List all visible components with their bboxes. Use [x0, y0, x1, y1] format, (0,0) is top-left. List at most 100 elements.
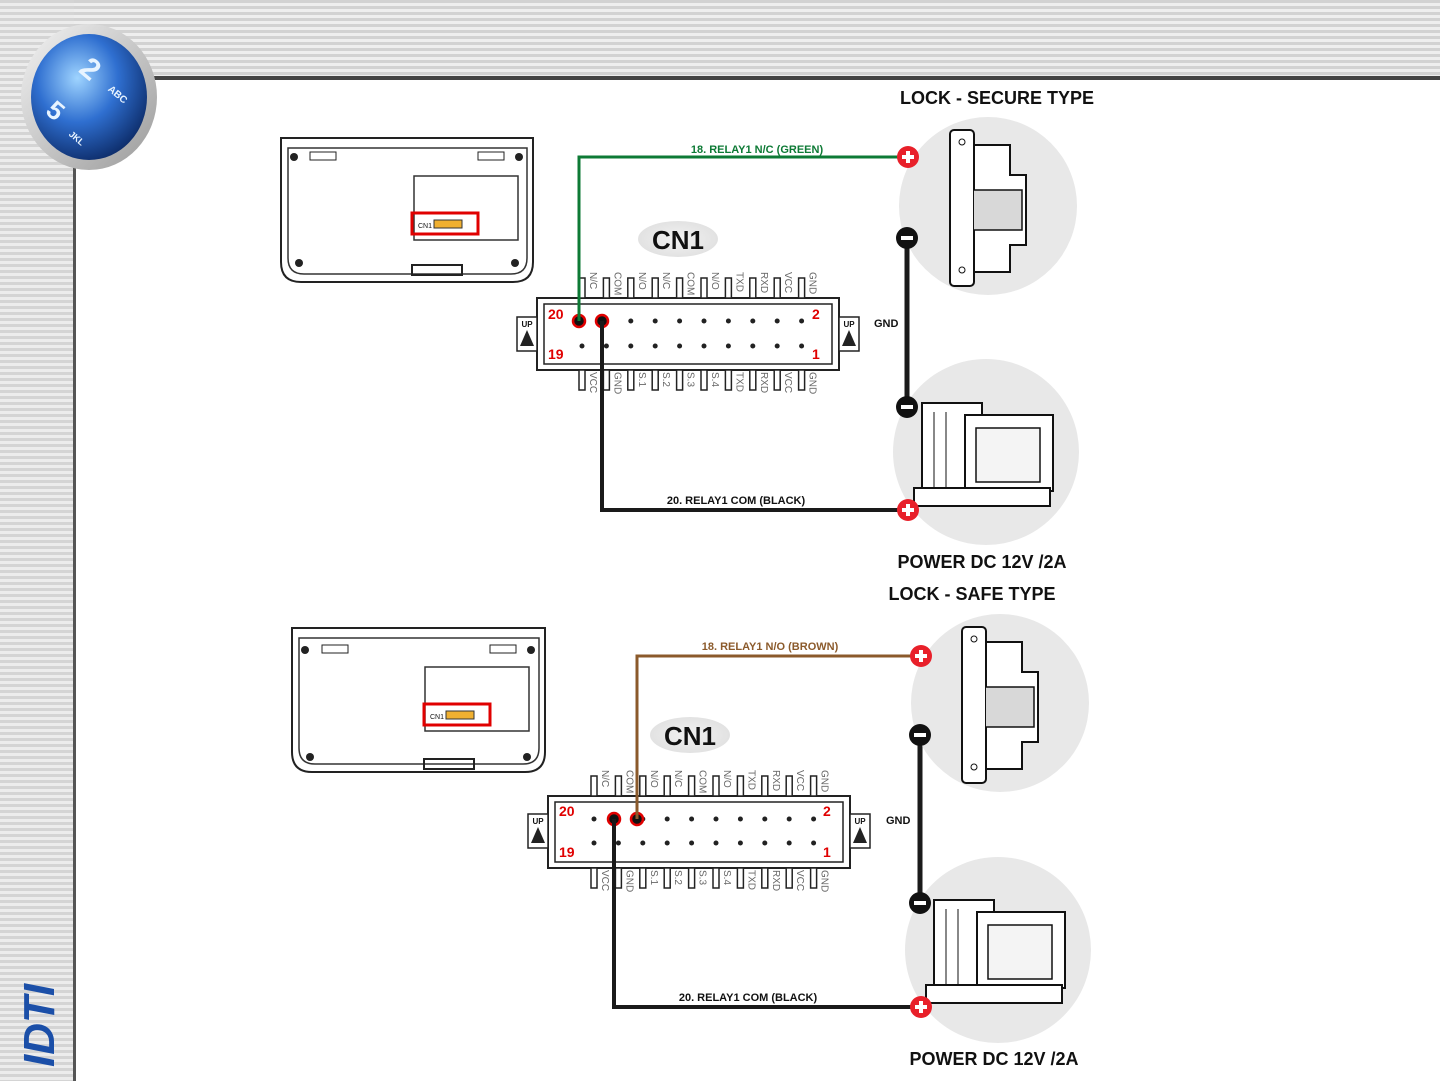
pin-slot — [700, 369, 708, 391]
pin-slot — [724, 369, 733, 391]
pin-slot — [773, 277, 781, 299]
pin-label-top: COM — [685, 272, 696, 295]
pin-number-1: 1 — [812, 346, 820, 362]
plus-icon — [910, 645, 932, 667]
pin-label-top: N/C — [587, 272, 598, 289]
header-bar — [0, 0, 1440, 78]
pin-label-top: N/C — [672, 770, 683, 787]
pin-slot — [578, 369, 586, 391]
minus-icon — [909, 724, 931, 746]
pin-label-top: VCC — [794, 770, 805, 791]
pin-dot — [774, 318, 780, 324]
pin-slot — [614, 867, 623, 889]
pin-number-20: 20 — [559, 803, 575, 819]
pin-dot — [786, 840, 792, 846]
pin-label-bottom: S.3 — [697, 870, 708, 885]
wire-relay-com — [600, 321, 905, 512]
wire-bottom-label: 20. RELAY1 COM (BLACK) — [679, 992, 818, 1004]
pin-dot — [713, 840, 719, 846]
pin-label-bottom: S.4 — [721, 870, 732, 885]
pin-number-19: 19 — [548, 346, 564, 362]
device-sketch: CN1 — [280, 137, 534, 283]
diagram-title: LOCK - SECURE TYPE — [900, 88, 1094, 108]
pin-label-bottom: S.4 — [709, 372, 720, 387]
power-supply — [893, 359, 1079, 545]
wire-top-label: 18. RELAY1 N/O (BROWN) — [702, 641, 839, 653]
pin-slot — [602, 277, 611, 299]
power-supply — [905, 857, 1091, 1043]
up-label-left: UP — [532, 817, 544, 826]
brand-name: IDTI — [15, 983, 64, 1067]
pin-slot — [736, 775, 745, 797]
pin-slot — [712, 867, 720, 889]
pin-label-top: COM — [697, 770, 708, 793]
up-label-right: UP — [843, 320, 855, 329]
pin-slot — [614, 775, 623, 797]
diagram-title: LOCK - SAFE TYPE — [888, 584, 1055, 604]
left-sidebar-bar — [0, 0, 74, 1081]
wire-relay-no — [635, 654, 918, 819]
pin-label-top: TXD — [745, 770, 756, 790]
pin-dot — [774, 343, 780, 349]
lock-strike — [911, 614, 1089, 792]
wire-bottom-label: 20. RELAY1 COM (BLACK) — [667, 495, 806, 507]
pin-dot — [725, 343, 731, 349]
up-label-right: UP — [854, 817, 866, 826]
pin-slot — [785, 867, 793, 889]
pin-label-bottom: VCC — [782, 372, 793, 393]
minus-icon — [896, 396, 918, 418]
pin-label-bottom: RXD — [770, 870, 781, 891]
pin-slot — [687, 775, 696, 797]
gnd-label: GND — [886, 815, 911, 827]
cn1-highlight-box — [422, 702, 492, 727]
pin-dot — [750, 318, 756, 324]
pin-slot — [627, 277, 635, 299]
pin-dot — [786, 816, 792, 822]
pin-label-top: N/C — [660, 272, 671, 289]
pin-label-top: N/O — [721, 770, 732, 788]
pin-slot — [773, 369, 781, 391]
pin-dot — [750, 343, 756, 349]
pin-slot — [651, 277, 659, 299]
power-label: POWER DC 12V /2A — [897, 552, 1066, 572]
wire-relay-com — [612, 819, 918, 1009]
pin-slot — [700, 277, 708, 299]
pin-dot — [689, 840, 695, 846]
pin-label-top: GND — [807, 272, 818, 294]
device-cn1-label: CN1 — [418, 223, 432, 230]
pin-dot — [677, 343, 683, 349]
pin-slot — [687, 867, 696, 889]
wire-top-label: 18. RELAY1 N/C (GREEN) — [691, 144, 824, 156]
pin-dot — [628, 318, 634, 324]
pin-number-2: 2 — [823, 803, 831, 819]
power-label: POWER DC 12V /2A — [909, 1049, 1078, 1069]
pin-slot — [797, 277, 806, 299]
pin-label-bottom: S.1 — [636, 372, 647, 387]
pin-dot — [591, 840, 597, 846]
pin-label-bottom: RXD — [758, 372, 769, 393]
pin-label-bottom: S.1 — [648, 870, 659, 885]
pin-label-bottom: VCC — [599, 870, 610, 891]
pin-slot — [590, 775, 598, 797]
pin-slot — [663, 867, 671, 889]
pin-dot — [579, 343, 585, 349]
up-label-left: UP — [521, 320, 533, 329]
lock-strike — [899, 117, 1077, 295]
pin-label-bottom: GND — [623, 870, 634, 892]
pin-slot — [809, 775, 818, 797]
pin-dot — [737, 840, 743, 846]
pin-dot — [664, 840, 670, 846]
pin-slot — [749, 277, 757, 299]
pin-dot — [701, 318, 707, 324]
pin-slot — [639, 867, 647, 889]
pin-slot — [627, 369, 635, 391]
connector-label: CN1 — [664, 721, 716, 751]
pin-label-top: N/O — [709, 272, 720, 290]
pin-slot — [651, 369, 659, 391]
pin-dot — [591, 816, 597, 822]
pin-label-bottom: GND — [819, 870, 830, 892]
pin-label-top: RXD — [770, 770, 781, 791]
